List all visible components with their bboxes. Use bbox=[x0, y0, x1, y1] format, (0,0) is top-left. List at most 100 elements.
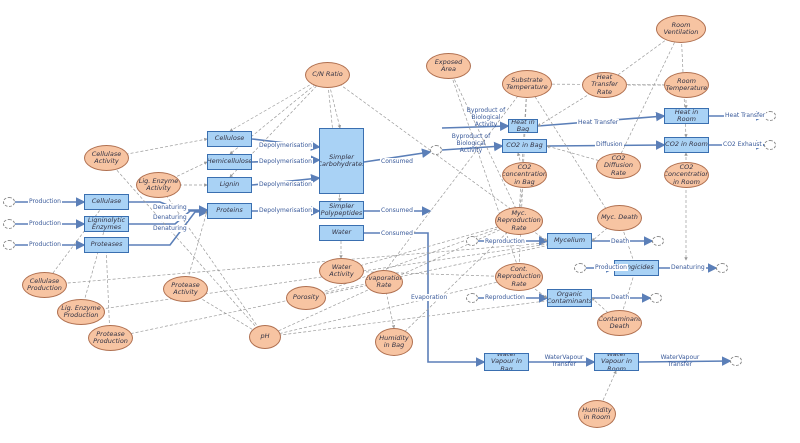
aux-porosity[interactable]: Porosity bbox=[286, 286, 326, 310]
flow-label-water-vapour-transfer-room: WaterVapour Transfer bbox=[660, 354, 700, 368]
flow-water-vapour-room bbox=[638, 356, 732, 366]
stock-proteases[interactable]: Proteases bbox=[84, 237, 129, 253]
stock-simpler-polypeptides[interactable]: Simpler Polypeptides bbox=[319, 201, 364, 219]
flow-label-consumed-carbs: Consumed bbox=[380, 158, 414, 165]
flow-label-byproduct-heat: Byproduct of Biological Activity bbox=[466, 107, 506, 128]
sink-cloud-mycelium bbox=[652, 236, 664, 246]
influence-link-37 bbox=[264, 275, 520, 338]
aux-room-temperature[interactable]: Room Temperature bbox=[664, 72, 709, 98]
influence-link-13 bbox=[526, 83, 609, 213]
flow-label-denaturing-2: Denaturing bbox=[152, 214, 188, 221]
stock-simpler-carbohydrates[interactable]: Simpler Carbohydrates bbox=[319, 128, 364, 194]
flow-label-denaturing-fungicides: Denaturing bbox=[670, 264, 706, 271]
sink-cloud-co2 bbox=[764, 140, 776, 150]
stock-water-vapour-in-room[interactable]: Water Vapour in Room bbox=[594, 353, 639, 371]
stock-heat-in-room[interactable]: Heat in Room bbox=[664, 108, 709, 124]
influence-link-51 bbox=[264, 297, 570, 339]
influence-link-7 bbox=[326, 74, 342, 129]
aux-water-activity[interactable]: Water Activity bbox=[319, 258, 364, 284]
stock-cellulase[interactable]: Cellulase bbox=[84, 194, 129, 210]
stock-proteins[interactable]: Proteins bbox=[207, 203, 252, 219]
aux-heat-transfer-rate[interactable]: Heat Transfer Rate bbox=[582, 72, 627, 98]
influence-link-46 bbox=[104, 244, 111, 339]
influence-link-53 bbox=[526, 83, 687, 87]
flow-consumed-carbs bbox=[363, 148, 432, 163]
influence-link-4 bbox=[229, 74, 328, 132]
aux-cellulase-production[interactable]: Cellulase Production bbox=[22, 272, 67, 298]
flow-label-death-mycelium: Death bbox=[610, 238, 631, 245]
influence-link-50 bbox=[109, 240, 570, 340]
aux-lig-enzyme-production[interactable]: Lig. Enzyme Production bbox=[57, 299, 105, 325]
flow-label-death-contaminants: Death bbox=[610, 294, 631, 301]
flow-label-production-ligninolytic: Production bbox=[28, 220, 62, 227]
aux-substrate-temperature[interactable]: Substrate Temperature bbox=[502, 70, 552, 98]
flow-label-byproduct-co2: Byproduct of Biological Activity bbox=[451, 133, 491, 154]
stock-co2-in-room[interactable]: CO2 in Room bbox=[664, 137, 709, 153]
flow-label-production-fungicides: Production bbox=[594, 264, 628, 271]
influence-link-40 bbox=[158, 184, 266, 338]
source-cloud-fungicides bbox=[574, 263, 586, 273]
flow-label-consumed-water: Consumed bbox=[380, 230, 414, 237]
influence-link-10 bbox=[447, 65, 520, 216]
source-cloud-proteases bbox=[3, 240, 15, 250]
flow-label-water-vapour-transfer: WaterVapour Transfer bbox=[544, 354, 584, 368]
aux-evaporation-rate[interactable]: Evaporation Rate bbox=[365, 270, 403, 294]
aux-co2-diffusion-rate[interactable]: CO2 Diffusion Rate bbox=[596, 153, 641, 179]
stock-ligninolytic-enzymes[interactable]: Ligninolytic Enzymes bbox=[84, 216, 129, 232]
aux-cellulase-activity[interactable]: Cellulase Activity bbox=[84, 145, 129, 171]
aux-humidity-in-bag[interactable]: Humidity in Bag bbox=[375, 328, 413, 356]
flow-label-depolymerisation-hemicellulose: Depolymerisation bbox=[258, 158, 313, 165]
flow-label-depolymerisation-lignin: Depolymerisation bbox=[258, 181, 313, 188]
flow-label-denaturing-3: Denaturing bbox=[152, 225, 188, 232]
influence-link-44 bbox=[43, 201, 107, 286]
sink-cloud-water-vapour bbox=[730, 356, 742, 366]
stock-water-vapour-in-bag[interactable]: Water Vapour in Bag bbox=[484, 353, 529, 371]
flow-label-production-proteases: Production bbox=[28, 241, 62, 248]
stock-hemicellulose[interactable]: Hemicellulose bbox=[207, 154, 252, 170]
stock-cellulose[interactable]: Cellulose bbox=[207, 131, 252, 147]
stock-heat-in-bag[interactable]: Heat in Bag bbox=[508, 119, 538, 133]
flow-label-evaporation: Evaporation bbox=[410, 294, 449, 301]
influence-link-18 bbox=[617, 28, 682, 161]
stock-lignin[interactable]: Lignin bbox=[207, 177, 252, 193]
aux-lig-enzyme-activity[interactable]: Lig. Enzyme Activity bbox=[136, 172, 181, 198]
source-cloud-co2 bbox=[430, 145, 442, 155]
stock-mycelium[interactable]: Mycelium bbox=[547, 233, 592, 249]
source-cloud-cellulase bbox=[3, 197, 15, 207]
flow-co2-in bbox=[441, 141, 504, 152]
flow-label-depolymerisation-proteins: Depolymerisation bbox=[258, 207, 313, 214]
aux-humidity-in-room[interactable]: Humidity in Room bbox=[578, 400, 616, 428]
flow-label-production-cellulase: Production bbox=[28, 198, 62, 205]
flow-label-co2-exhaust: CO2 Exhaust bbox=[722, 141, 763, 148]
influence-link-41 bbox=[305, 220, 520, 299]
influence-link-1 bbox=[158, 161, 208, 186]
sink-cloud-contaminants bbox=[650, 293, 662, 303]
flow-label-consumed-polypeptides: Consumed bbox=[380, 207, 414, 214]
aux-cont-reproduction-rate[interactable]: Cont. Reproduction Rate bbox=[495, 263, 543, 291]
influence-link-32 bbox=[340, 220, 520, 272]
aux-protease-production[interactable]: Protease Production bbox=[88, 325, 133, 351]
flow-label-denaturing-1: Denaturing bbox=[152, 204, 188, 211]
aux-myc-reproduction-rate[interactable]: Myc. Reproduction Rate bbox=[495, 207, 543, 235]
source-cloud-mycelium bbox=[466, 236, 478, 246]
influence-link-43 bbox=[393, 220, 520, 343]
aux-protease-activity[interactable]: Protease Activity bbox=[163, 276, 208, 302]
influence-link-3 bbox=[184, 210, 208, 290]
aux-room-ventilation[interactable]: Room Ventilation bbox=[656, 15, 706, 43]
flow-label-heat-transfer-room: Heat Transfer bbox=[724, 112, 767, 119]
source-cloud-ligninolytic bbox=[3, 219, 15, 229]
aux-contaminant-death[interactable]: Contaminant Death bbox=[597, 310, 642, 336]
aux-exposed-area[interactable]: Exposed Area bbox=[426, 53, 471, 79]
stock-water[interactable]: Water bbox=[319, 225, 364, 241]
aux-ph[interactable]: pH bbox=[249, 325, 281, 349]
sink-cloud-fungicides bbox=[716, 263, 728, 273]
aux-myc-death[interactable]: Myc. Death bbox=[597, 205, 642, 231]
stock-organic-contaminants[interactable]: Organic Contaminants bbox=[547, 289, 592, 307]
flow-label-reproduction-mycelium: Reproduction bbox=[484, 238, 526, 245]
aux-cn-ratio[interactable]: C/N Ratio bbox=[305, 62, 350, 88]
aux-co2-concentration-in-bag[interactable]: CO2 concentration in Bag bbox=[502, 162, 547, 188]
aux-co2-concentration-in-room[interactable]: CO2 Concentration in Room bbox=[664, 162, 709, 188]
flow-heat-in bbox=[441, 121, 510, 132]
stock-co2-in-bag[interactable]: CO2 in Bag bbox=[502, 139, 547, 153]
